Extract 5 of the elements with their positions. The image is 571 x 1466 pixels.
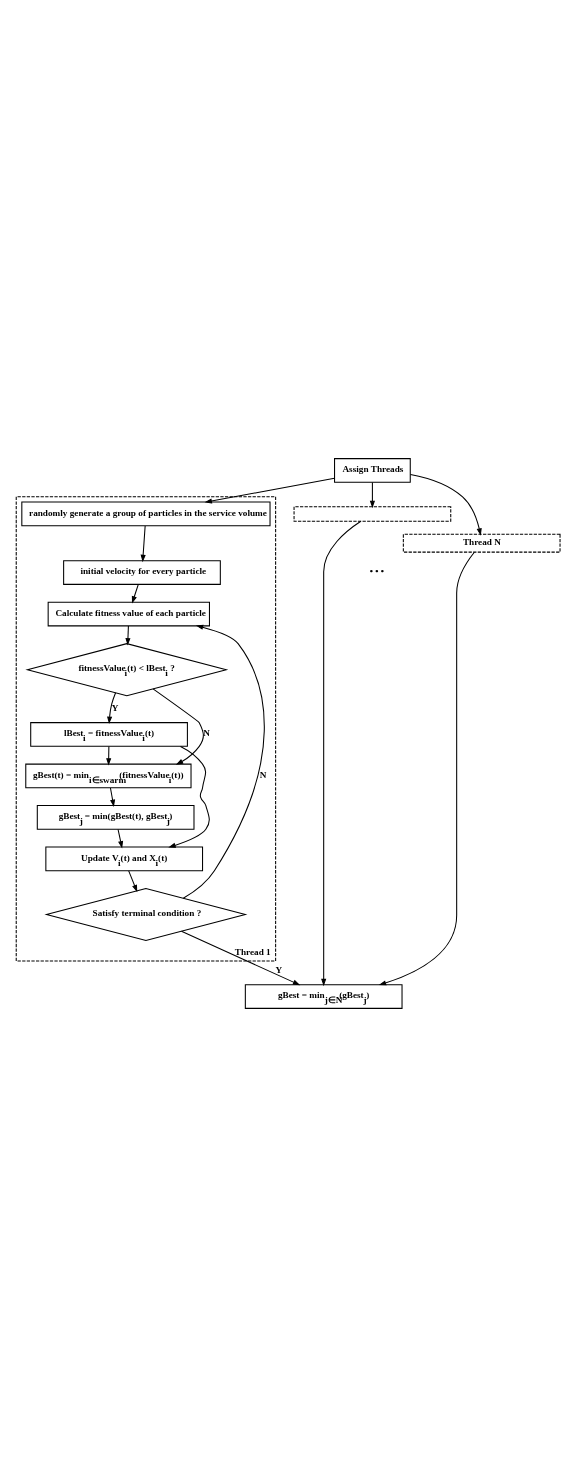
edge-label: Y [275, 964, 283, 975]
edge-label: Y [111, 702, 119, 713]
label: • • • [369, 565, 385, 576]
edge-label: N [259, 769, 267, 780]
edge-label: N [203, 727, 210, 738]
